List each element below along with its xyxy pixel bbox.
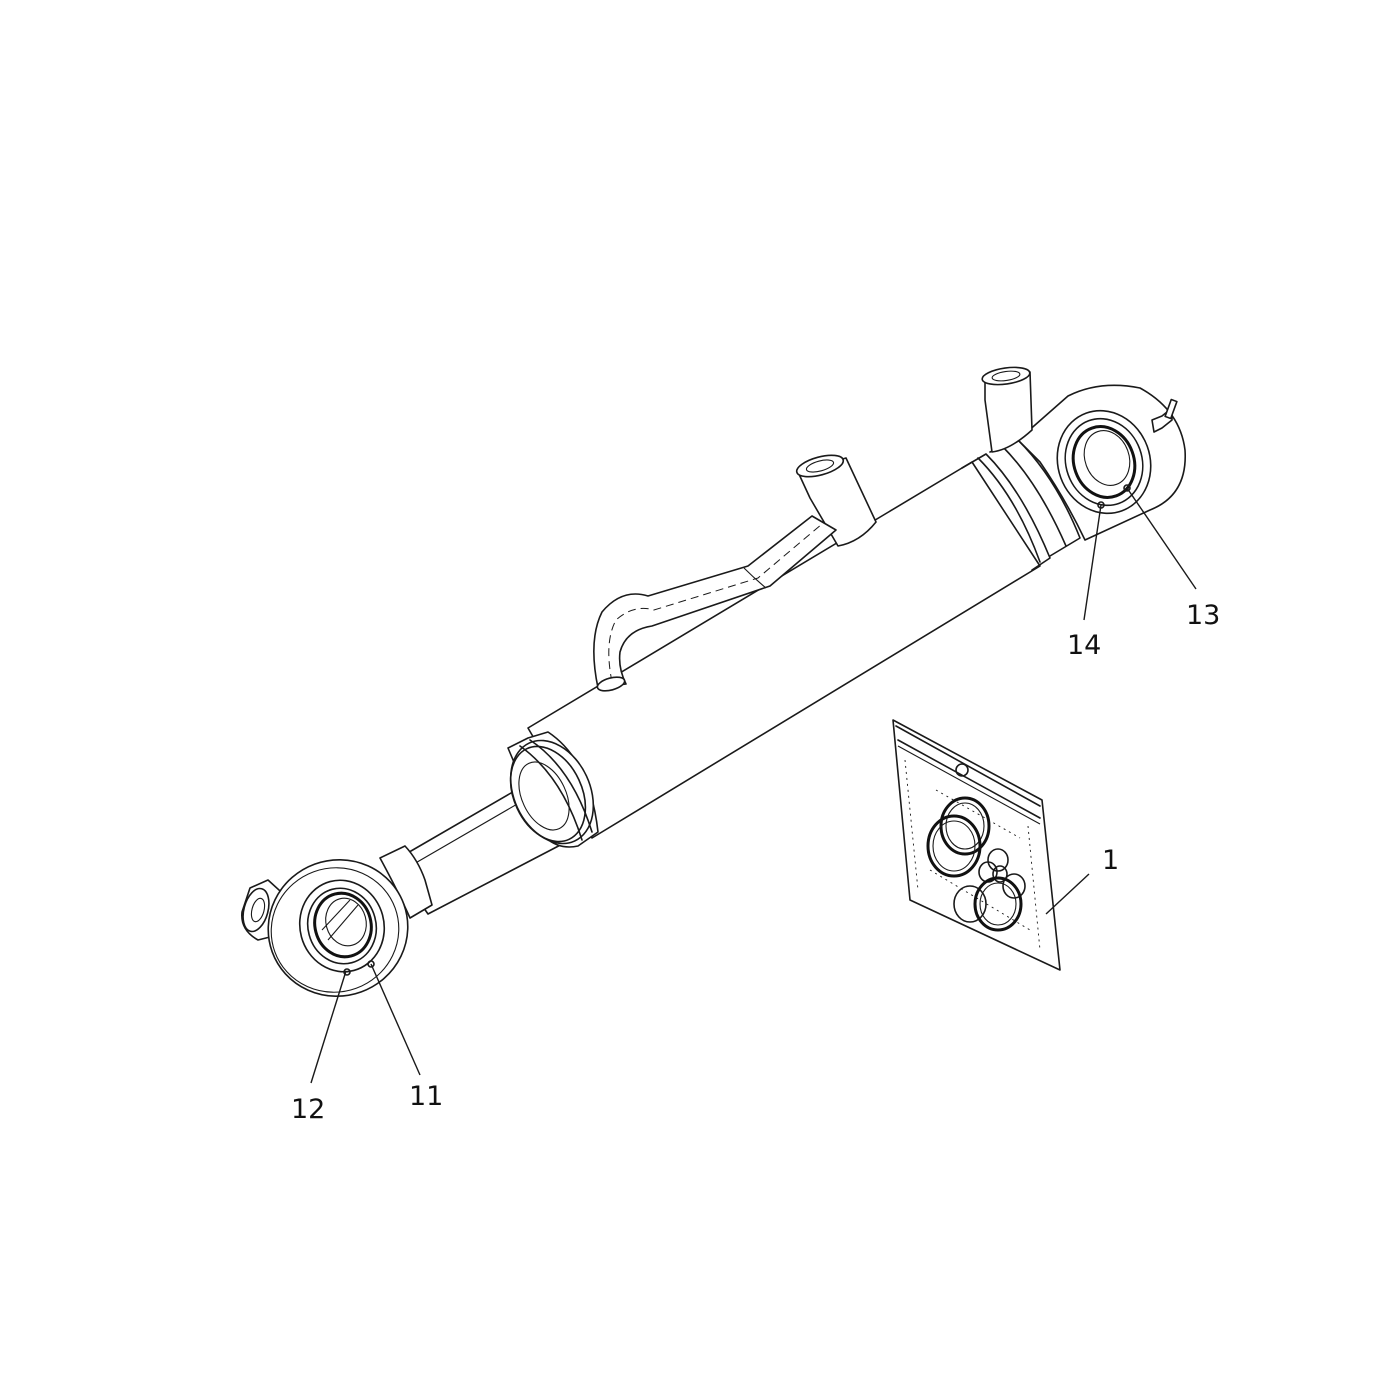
- leader-13: [1126, 487, 1197, 590]
- callouts: 1 11 12 13 14: [291, 600, 1220, 1125]
- rear-hydraulic-port: [981, 366, 1033, 453]
- callout-14: 14: [1067, 630, 1101, 661]
- leader-14: [1083, 504, 1102, 621]
- cylinder-barrel: [507, 439, 1081, 848]
- front-hydraulic-port: [795, 454, 877, 547]
- callout-12: 12: [291, 1094, 325, 1125]
- leader-1: [1045, 873, 1090, 915]
- hydraulic-pipe: [593, 515, 837, 692]
- leader-12: [310, 970, 347, 1084]
- seal-kit-bag: [892, 719, 1061, 971]
- seal-rings: [926, 796, 1026, 932]
- callout-11: 11: [409, 1081, 443, 1112]
- rod-end-eye: [241, 845, 433, 998]
- callout-1: 1: [1102, 845, 1119, 876]
- leader-11: [370, 963, 421, 1076]
- callout-13: 13: [1186, 600, 1220, 631]
- cylinder-rear-eye: [1017, 384, 1186, 541]
- leader-lines: [310, 487, 1197, 1084]
